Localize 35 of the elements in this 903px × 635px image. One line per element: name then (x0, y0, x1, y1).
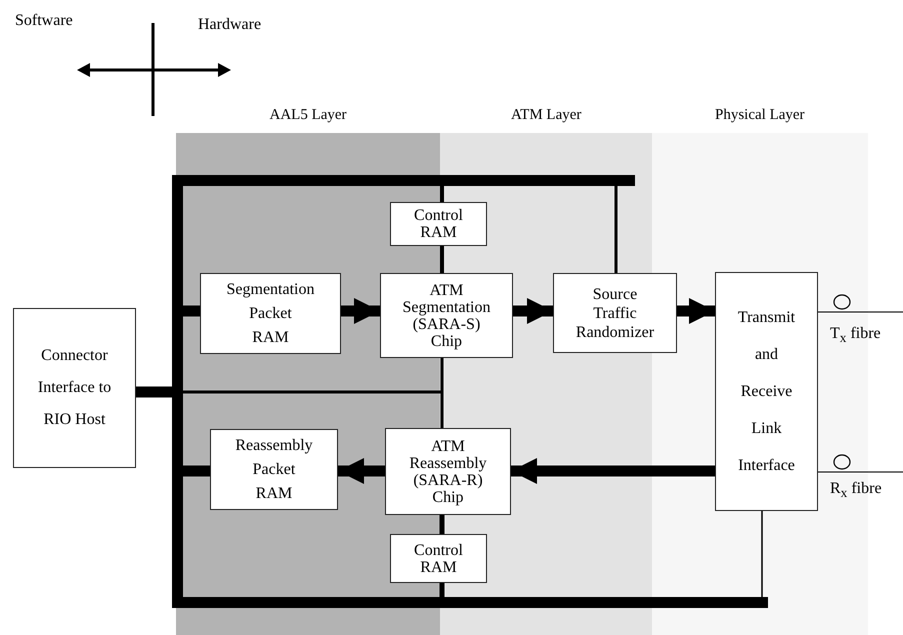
bus-bar (172, 175, 635, 186)
text-label: T$_{x}$ fibre (830, 325, 881, 346)
connector-line (136, 386, 172, 398)
text-label: Software (15, 12, 73, 30)
connector-line (440, 186, 444, 202)
arrow (677, 298, 715, 324)
layer-label: Physical Layer (715, 107, 805, 124)
layer-label: ATM Layer (511, 107, 582, 124)
connector-line (440, 515, 444, 534)
process-box: Source Traffic Randomizer (553, 273, 677, 353)
process-box: Transmit and Receive Link Interface (715, 272, 818, 511)
process-box: Control RAM (390, 534, 487, 583)
layer-label: AAL5 Layer (270, 107, 347, 124)
connector-line (440, 583, 444, 597)
text-label: Hardware (198, 16, 262, 34)
connector-line (440, 392, 444, 428)
connector-line (614, 186, 618, 273)
connector-line (183, 390, 442, 394)
process-box: Connector Interface to RIO Host (13, 308, 136, 468)
process-box: ATM Segmentation (SARA-S) Chip (380, 273, 513, 358)
arrow (338, 458, 385, 484)
process-box: ATM Reassembly (SARA-R) Chip (385, 428, 511, 515)
arrow (511, 458, 715, 484)
process-box: Reassembly Packet RAM (210, 429, 338, 510)
process-box: Control RAM (390, 202, 487, 246)
arrow (513, 298, 553, 324)
connector-line (761, 511, 763, 597)
text-label: R$_{x}$ fibre (830, 480, 882, 502)
connector-line (440, 246, 444, 273)
connector-line (183, 306, 200, 316)
process-box: Segmentation Packet RAM (200, 273, 341, 354)
bus-bar (172, 597, 768, 608)
arrow (341, 298, 380, 324)
connector-line (183, 466, 210, 476)
connector-line (440, 358, 444, 392)
